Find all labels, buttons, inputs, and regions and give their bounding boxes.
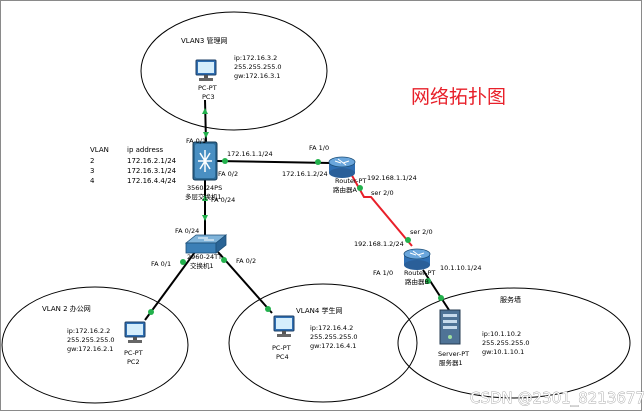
vlan-table-cell: 172.16.3.1/24 bbox=[127, 167, 177, 175]
ip-info-line: 255.255.255.0 bbox=[310, 333, 358, 341]
zone-vlan3 bbox=[140, 11, 328, 131]
ip-label: 172.16.1.2/24 bbox=[282, 170, 328, 178]
port-dot bbox=[221, 257, 227, 263]
port-label: FA 1/0 bbox=[309, 144, 329, 152]
ip-info-line: ip:10.1.10.2 bbox=[482, 330, 521, 338]
port-label: FA 0/2 bbox=[236, 257, 256, 265]
port-label: FA 0/1 bbox=[151, 260, 171, 268]
pc-icon[interactable] bbox=[273, 315, 295, 337]
port-dot bbox=[148, 309, 154, 315]
vlan-table-cell: 4 bbox=[90, 177, 95, 185]
port-dot bbox=[265, 306, 271, 312]
ip-info-line: ip:172.16.2.2 bbox=[67, 327, 110, 335]
port-dot bbox=[315, 159, 321, 165]
port-dot bbox=[180, 259, 186, 265]
link-switch-pc2 bbox=[144, 251, 196, 321]
port-label: ser 2/0 bbox=[410, 228, 433, 236]
zone-label-vlan3: VLAN3 管理网 bbox=[181, 36, 228, 45]
ip-info-line: 255.255.255.0 bbox=[482, 339, 530, 347]
port-label: FA 0/1 bbox=[186, 137, 206, 145]
zone-label-vlan2: VLAN 2 办公网 bbox=[42, 304, 91, 313]
device-type-label: 2960-24TT bbox=[187, 253, 222, 261]
device-name-label: 交换机1 bbox=[190, 261, 214, 270]
link-switch-pc4 bbox=[217, 251, 273, 314]
port-dot bbox=[202, 195, 208, 201]
ip-label: 10.1.10.1/24 bbox=[440, 264, 481, 272]
vlan-table-cell: 3 bbox=[90, 167, 94, 175]
port-dot bbox=[438, 295, 444, 301]
device-name-label: 路由器A bbox=[333, 185, 358, 194]
router-icon[interactable] bbox=[328, 156, 356, 178]
ip-label: 192.168.1.2/24 bbox=[354, 240, 404, 248]
port-dot bbox=[222, 158, 228, 164]
pc-icon[interactable] bbox=[195, 59, 217, 81]
device-type-label: PC-PT bbox=[124, 349, 143, 357]
vlan-table-cell: 2 bbox=[90, 157, 94, 165]
device-name-label: 多层交换机1 bbox=[185, 192, 222, 201]
device-name-label: 路由器B bbox=[405, 277, 429, 286]
ip-info-line: ip:172.16.4.2 bbox=[310, 324, 353, 332]
zone-vlan2 bbox=[1, 286, 189, 404]
zone-vlan4 bbox=[228, 283, 418, 403]
port-label: ser 2/0 bbox=[371, 189, 394, 197]
link-mlswitch-routera bbox=[216, 160, 331, 164]
link-routerb-server bbox=[422, 269, 450, 311]
ip-info-line: ip:172.16.3.2 bbox=[234, 54, 277, 62]
device-type-label: PC-PT bbox=[198, 84, 217, 92]
switch-icon[interactable] bbox=[184, 234, 228, 254]
ip-info-line: 255.255.255.0 bbox=[234, 63, 282, 71]
zone-label-server: 服务墙 bbox=[500, 295, 521, 304]
device-type-label: Router-PT bbox=[404, 269, 435, 277]
device-name-label: PC4 bbox=[276, 353, 289, 361]
router-icon[interactable] bbox=[403, 248, 431, 270]
port-label: FA 0/24 bbox=[175, 227, 199, 235]
device-name-label: PC3 bbox=[202, 93, 215, 101]
server-icon[interactable] bbox=[439, 309, 461, 345]
port-dot bbox=[202, 215, 208, 221]
port-label: FA 0/24 bbox=[211, 196, 235, 204]
link-serial-routera-routerb bbox=[349, 171, 413, 247]
port-dots bbox=[148, 108, 444, 315]
ip-label: 192.168.1.1/24 bbox=[367, 174, 417, 182]
port-dot bbox=[405, 237, 411, 243]
ip-info-line: 255.255.255.0 bbox=[67, 336, 115, 344]
diagram-title: 网络拓扑图 bbox=[411, 86, 506, 108]
device-type-label: Server-PT bbox=[438, 350, 469, 358]
watermark: CSDN @2301_82136778 bbox=[470, 389, 644, 408]
ip-info-line: gw:10.1.10.1 bbox=[482, 348, 524, 356]
zone-server bbox=[397, 287, 631, 399]
port-label: FA 1/0 bbox=[373, 269, 393, 277]
device-type-label: Router-PT bbox=[335, 177, 366, 185]
multilayer-switch-icon[interactable] bbox=[192, 141, 218, 181]
ip-info-line: gw:172.16.2.1 bbox=[67, 345, 113, 353]
vlan-table-cell: 172.16.2.1/24 bbox=[127, 157, 177, 165]
pc-icon[interactable] bbox=[124, 321, 146, 343]
device-type-label: 3560-24PS bbox=[187, 184, 222, 192]
device-name-label: PC2 bbox=[127, 358, 140, 366]
vlan-table-header: VLAN bbox=[90, 146, 109, 154]
ip-info-line: gw:172.16.4.1 bbox=[310, 342, 356, 350]
zone-label-vlan4: VLAN4 学生网 bbox=[296, 306, 343, 315]
ip-label: 172.16.1.1/24 bbox=[227, 150, 273, 158]
port-label: FA 0/2 bbox=[218, 170, 238, 178]
port-dot bbox=[202, 108, 208, 114]
vlan-table-cell: 172.16.4.4/24 bbox=[127, 177, 177, 185]
port-dot bbox=[357, 185, 363, 191]
device-name-label: 服务器1 bbox=[439, 358, 463, 367]
port-dot bbox=[203, 132, 209, 138]
port-dot bbox=[425, 278, 431, 284]
vlan-table-header: ip address bbox=[127, 146, 163, 154]
ip-info-line: gw:172.16.3.1 bbox=[234, 72, 280, 80]
device-type-label: PC-PT bbox=[272, 344, 291, 352]
